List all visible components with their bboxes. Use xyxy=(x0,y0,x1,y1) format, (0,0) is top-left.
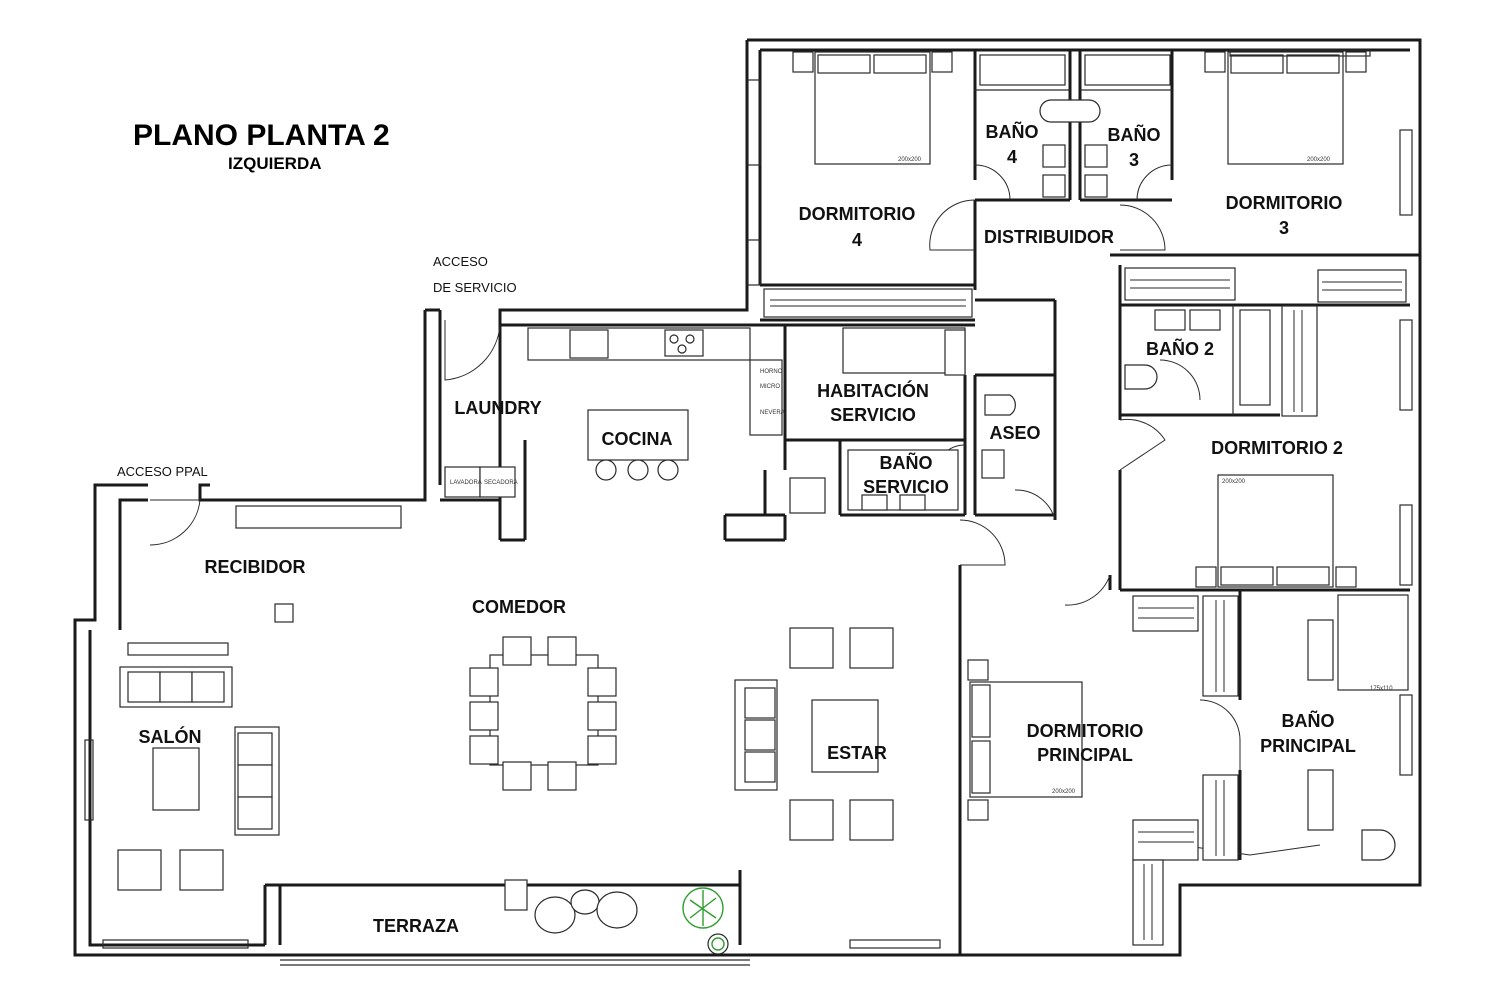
bed-dormitorio-2 xyxy=(1195,474,1357,588)
label-terraza: TERRAZA xyxy=(373,916,459,936)
label-recibidor: RECIBIDOR xyxy=(204,557,305,577)
label-habitacion-servicio-line2: SERVICIO xyxy=(830,405,916,425)
label-bano-4-line2: 4 xyxy=(1007,147,1017,167)
room-labels: DORMITORIO 4 BAÑO 4 BAÑO 3 DORMITORIO 3 … xyxy=(139,121,1356,936)
plan-title: PLANO PLANTA 2 xyxy=(133,119,390,152)
bathroom-fixtures xyxy=(847,54,1409,861)
label-bano-2: BAÑO 2 xyxy=(1146,338,1214,359)
label-bano-servicio-line1: BAÑO xyxy=(880,452,933,473)
bed-size-principal: 200x200 xyxy=(1052,789,1076,795)
label-comedor: COMEDOR xyxy=(472,597,566,617)
bed-size-dormitorio-2: 200x200 xyxy=(1222,479,1246,485)
wardrobes xyxy=(763,267,1407,946)
service-access-line1: ACCESO xyxy=(433,254,488,269)
label-bano-principal-line1: BAÑO xyxy=(1282,710,1335,731)
label-habitacion-servicio-line1: HABITACIÓN xyxy=(817,380,929,401)
label-bano-servicio-line2: SERVICIO xyxy=(863,477,949,497)
windows xyxy=(84,49,1413,949)
bed-dormitorio-3 xyxy=(1204,51,1367,165)
plan-heading: PLANO PLANTA 2 IZQUIERDA xyxy=(133,119,390,173)
living-furniture xyxy=(117,505,894,934)
label-estar: ESTAR xyxy=(827,743,887,763)
appliance-horno: HORNO xyxy=(760,369,783,375)
label-bano-principal-line2: PRINCIPAL xyxy=(1260,736,1356,756)
label-dormitorio-principal-line1: DORMITORIO xyxy=(1027,721,1144,741)
label-dormitorio-4-line1: DORMITORIO xyxy=(799,204,916,224)
label-dormitorio-principal-line2: PRINCIPAL xyxy=(1037,745,1133,765)
dimension-notes: 200x200 200x200 200x200 200x200 175x110 … xyxy=(450,157,1393,795)
bed-dormitorio-4 xyxy=(792,51,953,165)
label-distribuidor: DISTRIBUIDOR xyxy=(984,227,1114,247)
label-bano-3-line1: BAÑO xyxy=(1108,124,1161,145)
service-access-line2: DE SERVICIO xyxy=(433,280,517,295)
label-dormitorio-2: DORMITORIO 2 xyxy=(1211,438,1343,458)
label-salon: SALÓN xyxy=(139,726,202,747)
label-aseo: ASEO xyxy=(989,423,1040,443)
appliance-lavadora: LAVADORA xyxy=(450,480,482,486)
label-bano-4-line1: BAÑO xyxy=(986,121,1039,142)
label-dormitorio-3-line1: DORMITORIO xyxy=(1226,193,1343,213)
bed-dormitorio-principal xyxy=(967,659,1083,821)
kitchen-furniture xyxy=(444,327,966,498)
interior-walls xyxy=(440,50,1420,955)
shower-size-principal: 175x110 xyxy=(1370,686,1393,692)
appliance-micro: MICRO xyxy=(760,384,780,390)
label-dormitorio-4-line2: 4 xyxy=(852,230,862,250)
label-dormitorio-3-line2: 3 xyxy=(1279,218,1289,238)
plant-icon xyxy=(682,887,729,955)
appliance-secadora: SECADORA xyxy=(484,480,518,486)
access-labels: ACCESO DE SERVICIO ACCESO PPAL xyxy=(117,254,517,479)
bed-size-dormitorio-4: 200x200 xyxy=(898,157,922,163)
bed-size-dormitorio-3: 200x200 xyxy=(1307,157,1331,163)
label-laundry: LAUNDRY xyxy=(454,398,541,418)
plan-subtitle: IZQUIERDA xyxy=(228,154,322,173)
appliance-nevera: NEVERA xyxy=(760,410,785,416)
label-bano-3-line2: 3 xyxy=(1129,150,1139,170)
main-access-label: ACCESO PPAL xyxy=(117,464,208,479)
label-cocina: COCINA xyxy=(602,429,673,449)
